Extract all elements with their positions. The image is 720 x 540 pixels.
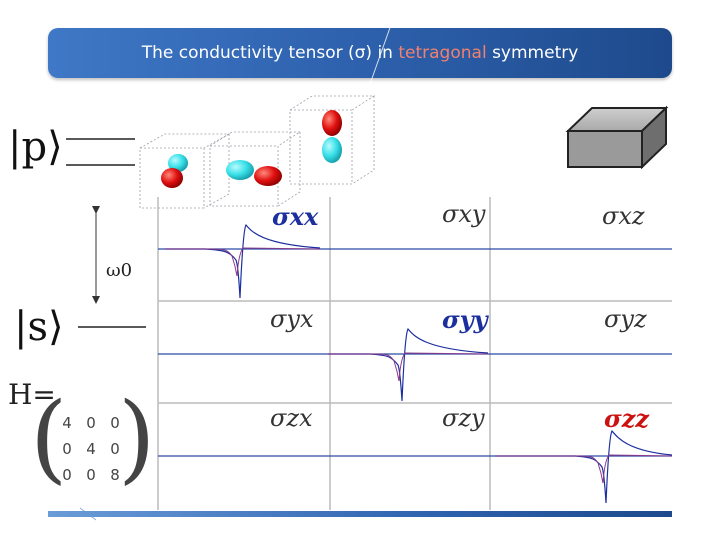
p-level-lines	[66, 138, 135, 166]
matrix-cell: 0	[110, 414, 120, 432]
sigma-xz-label: σxz	[602, 202, 645, 230]
sigma-yy-label: σyy	[442, 305, 488, 334]
slide-title: The conductivity tensor (σ) in tetragona…	[48, 28, 672, 78]
sigma-xx-label: σxx	[272, 202, 319, 231]
gap-label: ω0	[106, 260, 133, 281]
orbital-pz-icon	[322, 110, 342, 163]
curve-yy	[328, 327, 489, 402]
orbital-px-icon	[161, 154, 188, 188]
orbital-py-icon	[226, 160, 282, 186]
matrix-left-paren: (	[30, 382, 68, 494]
title-highlight: tetragonal	[398, 43, 487, 63]
sigma-zy-label: σzy	[442, 404, 485, 432]
sigma-zz-label: σzz	[604, 404, 649, 433]
footer-bar	[48, 511, 672, 517]
title-before: The conductivity tensor (σ) in	[141, 43, 399, 63]
matrix-cell: 0	[62, 440, 72, 458]
matrix-right-paren: )	[118, 382, 156, 494]
curve-xx	[165, 223, 321, 299]
sigma-yx-label: σyx	[270, 305, 314, 333]
matrix-cell: 0	[86, 466, 96, 484]
matrix-cell: 4	[86, 440, 96, 458]
orbital-box-px	[139, 133, 231, 209]
matrix-cell: 8	[110, 466, 120, 484]
matrix-cell: 4	[62, 414, 72, 432]
sigma-xy-label: σxy	[442, 200, 486, 228]
matrix-cell: 0	[86, 414, 96, 432]
sigma-yz-label: σyz	[604, 305, 647, 333]
title-bar	[48, 28, 672, 78]
p-state-label: |p⟩	[8, 124, 63, 170]
s-state-label: |s⟩	[14, 304, 64, 350]
hamiltonian-label: H=	[8, 378, 56, 411]
sigma-zx-label: σzx	[270, 404, 313, 432]
title-slash	[369, 21, 393, 85]
orbital-box-py	[209, 131, 302, 207]
orbital-box-pz	[289, 95, 376, 185]
tetragonal-crystal-icon	[565, 105, 669, 170]
matrix-cell: 0	[110, 440, 120, 458]
title-after: symmetry	[486, 43, 579, 63]
baselines	[158, 248, 672, 457]
matrix-cell: 0	[62, 466, 72, 484]
curve-zz	[495, 429, 673, 504]
